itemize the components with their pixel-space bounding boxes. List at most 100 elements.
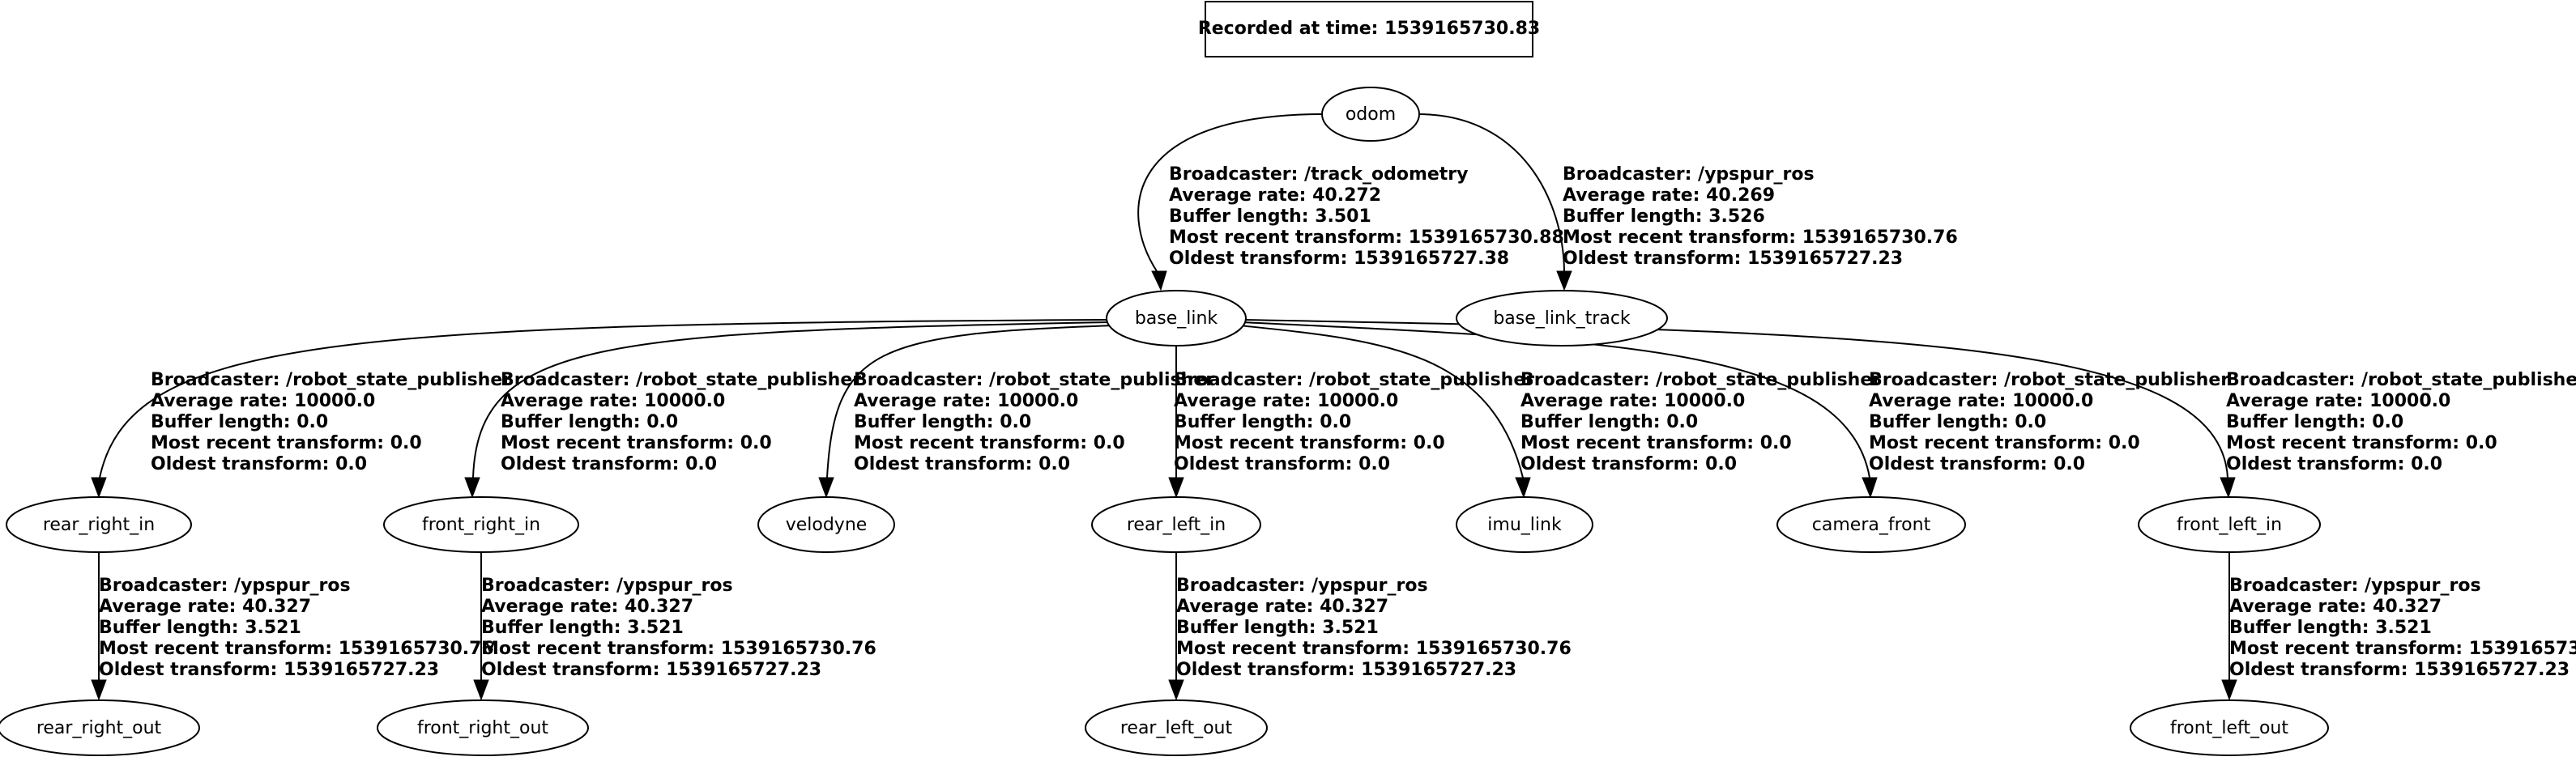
edge-label-base-link-front-left-in: Broadcaster: /robot_state_publisher Aver… <box>2226 370 2576 474</box>
buffer-length-line: Buffer length: 3.501 <box>1169 206 1371 227</box>
buffer-length-line: Buffer length: 3.526 <box>1563 206 1765 227</box>
average-rate-line: Average rate: 10000.0 <box>151 391 375 411</box>
buffer-length-line: Buffer length: 0.0 <box>1869 412 2046 432</box>
buffer-length-line: Buffer length: 0.0 <box>501 412 678 432</box>
node-shape[interactable] <box>2138 496 2321 553</box>
node-velodyne[interactable]: velodyne <box>757 496 895 553</box>
node-label: front_left_out <box>2170 718 2288 738</box>
node-shape[interactable] <box>1321 87 1420 142</box>
edge-front-right-in-out <box>473 552 489 701</box>
arrowhead <box>473 679 489 701</box>
broadcaster-line: Broadcaster: /robot_state_publisher <box>1520 370 1881 390</box>
most-recent-line: Most recent transform: 0.0 <box>151 433 422 453</box>
edge-line <box>1240 321 1870 478</box>
buffer-length-line: Buffer length: 0.0 <box>1520 412 1698 432</box>
edge-label-base-link-front-right-in: Broadcaster: /robot_state_publisher Aver… <box>501 370 868 474</box>
node-shape[interactable] <box>1456 496 1593 553</box>
node-label: velodyne <box>786 515 868 535</box>
broadcaster-line: Broadcaster: /ypspur_ros <box>2229 576 2481 596</box>
most-recent-line: Most recent transform: 1539165730.76 <box>1176 639 1572 659</box>
average-rate-line: Average rate: 40.327 <box>481 597 693 617</box>
oldest-line: Oldest transform: 1539165727.23 <box>99 660 439 680</box>
edge-front-left-in-out <box>2221 552 2237 701</box>
node-base-link-track[interactable]: base_link_track <box>1456 290 1668 346</box>
node-label: base_link <box>1135 308 1218 329</box>
edge-line <box>826 325 1115 478</box>
node-front-left-in[interactable]: front_left_in <box>2138 496 2321 553</box>
node-front-right-out[interactable]: front_right_out <box>377 699 589 756</box>
node-shape[interactable] <box>0 699 200 756</box>
arrowhead <box>1515 477 1531 499</box>
edge-rear-left-in-out <box>1168 552 1184 701</box>
node-shape[interactable] <box>1776 496 1966 553</box>
recorded-time-text: Recorded at time: 1539165730.83 <box>1198 19 1540 39</box>
edge-label-base-link-camera-front: Broadcaster: /robot_state_publisher Aver… <box>1869 370 2236 474</box>
edge-label-rear-right-in-out: Broadcaster: /ypspur_ros Average rate: 4… <box>99 576 500 680</box>
node-label: rear_left_out <box>1120 718 1233 738</box>
node-rear-left-in[interactable]: rear_left_in <box>1091 496 1261 553</box>
buffer-length-line: Buffer length: 3.521 <box>2229 618 2432 638</box>
edge-line <box>472 321 1109 478</box>
buffer-length-line: Buffer length: 3.521 <box>1176 618 1379 638</box>
node-shape[interactable] <box>377 699 589 756</box>
most-recent-line: Most recent transform: 1539165730.76 <box>1563 227 1958 248</box>
average-rate-line: Average rate: 40.327 <box>1176 597 1388 617</box>
node-odom[interactable]: odom <box>1321 87 1420 142</box>
edge-rear-right-in-out <box>91 552 107 701</box>
node-shape[interactable] <box>6 496 192 553</box>
oldest-line: Oldest transform: 0.0 <box>501 454 717 474</box>
average-rate-line: Average rate: 40.327 <box>99 597 311 617</box>
node-shape[interactable] <box>1456 290 1668 346</box>
edges <box>91 113 2237 701</box>
average-rate-line: Average rate: 10000.0 <box>854 391 1078 411</box>
broadcaster-line: Broadcaster: /robot_state_publisher <box>854 370 1214 390</box>
node-front-left-out[interactable]: front_left_out <box>2130 699 2329 756</box>
edge-label-base-link-rear-right-in: Broadcaster: /robot_state_publisher Aver… <box>151 370 518 474</box>
node-label: rear_right_out <box>36 718 162 738</box>
edge-base-link-rear-right-in <box>91 319 1107 499</box>
node-shape[interactable] <box>1106 290 1247 346</box>
node-shape[interactable] <box>383 496 579 553</box>
buffer-length-line: Buffer length: 0.0 <box>1174 412 1351 432</box>
node-camera-front[interactable]: camera_front <box>1776 496 1966 553</box>
oldest-line: Oldest transform: 1539165727.23 <box>1176 660 1516 680</box>
most-recent-line: Most recent transform: 0.0 <box>1869 433 2140 453</box>
average-rate-line: Average rate: 40.327 <box>2229 597 2442 617</box>
arrowhead <box>1151 270 1167 291</box>
arrowhead <box>1168 477 1184 499</box>
most-recent-line: Most recent transform: 1539165730.76 <box>2229 639 2576 659</box>
node-imu-link[interactable]: imu_link <box>1456 496 1593 553</box>
node-front-right-in[interactable]: front_right_in <box>383 496 579 553</box>
average-rate-line: Average rate: 40.269 <box>1563 185 1775 206</box>
edge-base-link-velodyne <box>818 325 1115 499</box>
node-shape[interactable] <box>1085 699 1268 756</box>
arrowhead <box>464 477 480 499</box>
node-label: front_left_in <box>2177 515 2282 535</box>
average-rate-line: Average rate: 40.272 <box>1169 185 1381 206</box>
oldest-line: Oldest transform: 1539165727.23 <box>1563 249 1903 269</box>
node-base-link[interactable]: base_link <box>1106 290 1247 346</box>
node-shape[interactable] <box>2130 699 2329 756</box>
edge-base-link-rear-left-in <box>1168 343 1184 499</box>
arrowhead <box>2221 679 2237 701</box>
oldest-line: Oldest transform: 1539165727.23 <box>481 660 821 680</box>
nodes: odom base_link base_link_track rear_righ… <box>0 87 2329 756</box>
edge-base-link-imu-link <box>1239 325 1531 499</box>
node-label: base_link_track <box>1493 308 1631 329</box>
oldest-line: Oldest transform: 1539165727.38 <box>1169 249 1509 269</box>
node-rear-right-in[interactable]: rear_right_in <box>6 496 192 553</box>
edge-label-front-right-in-out: Broadcaster: /ypspur_ros Average rate: 4… <box>481 576 882 680</box>
node-shape[interactable] <box>1091 496 1261 553</box>
buffer-length-line: Buffer length: 3.521 <box>481 618 684 638</box>
edge-label-base-link-imu-link: Broadcaster: /robot_state_publisher Aver… <box>1520 370 1887 474</box>
node-label: odom <box>1346 104 1396 125</box>
edge-odom-base-link-track <box>1417 113 1572 291</box>
node-rear-right-out[interactable]: rear_right_out <box>0 699 200 756</box>
node-shape[interactable] <box>757 496 895 553</box>
arrowhead <box>91 679 107 701</box>
recorded-time-frame <box>1205 1 1533 57</box>
node-rear-left-out[interactable]: rear_left_out <box>1085 699 1268 756</box>
node-label: front_right_out <box>417 718 548 738</box>
edge-label-odom-base-link-track: Broadcaster: /ypspur_ros Average rate: 4… <box>1563 164 1964 269</box>
